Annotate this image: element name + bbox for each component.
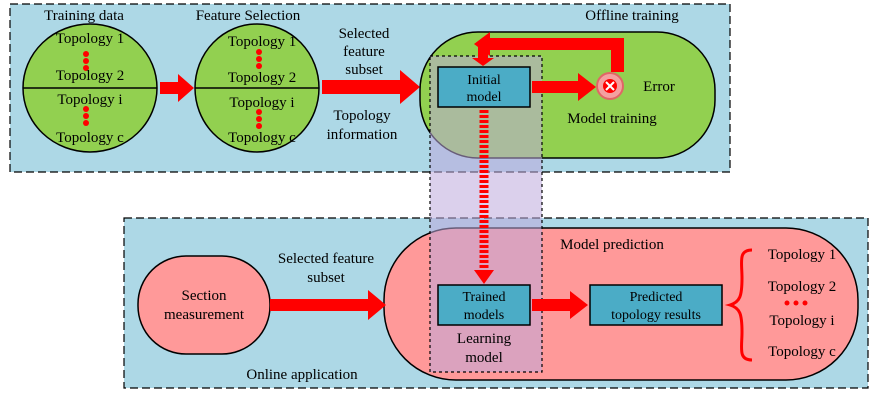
initial-model-box <box>437 66 531 108</box>
feature-selection-item-c: Topology c <box>228 130 296 146</box>
trained-models-line-1: Trained <box>462 290 505 305</box>
topology-information-line-1: Topology <box>333 108 391 124</box>
trained-models-line-2: models <box>464 308 504 323</box>
online-selected-feature-line-2: subset <box>307 270 345 286</box>
feature-selection-item-i: Topology i <box>229 95 294 111</box>
predicted-results-box <box>589 284 723 326</box>
feature-selection-item-2: Topology 2 <box>228 70 297 86</box>
arrow-training-to-selection <box>160 74 194 102</box>
training-data-item-1: Topology 1 <box>56 31 125 47</box>
feature-selection-ellipsis-dots <box>256 49 262 129</box>
arrow-measurement-to-models <box>270 290 386 320</box>
dotted-transfer-arrow <box>474 110 494 284</box>
training-data-item-c: Topology c <box>56 130 124 146</box>
results-curly-brace <box>724 248 753 362</box>
trained-models-box <box>437 284 531 326</box>
section-measurement-line-1: Section <box>182 288 227 304</box>
offline-selected-feature-line-2: feature <box>343 44 385 60</box>
results-ellipsis-dots <box>784 300 808 306</box>
section-measurement-shape <box>137 255 271 355</box>
result-topology-2: Topology 2 <box>768 279 837 295</box>
section-measurement-line-2: measurement <box>164 307 245 323</box>
offline-training-label: Offline training <box>585 8 679 24</box>
arrow-models-to-predicted <box>532 291 588 319</box>
feature-selection-title: Feature Selection <box>196 8 301 24</box>
learning-model-line-1: Learning <box>457 331 512 347</box>
offline-selected-feature-line-3: subset <box>345 62 383 78</box>
result-topology-c: Topology c <box>768 344 836 360</box>
result-topology-i: Topology i <box>769 313 834 329</box>
arrow-model-to-error <box>532 73 596 101</box>
online-selected-feature-line-1: Selected feature <box>278 251 375 267</box>
predicted-results-line-1: Predicted <box>630 290 683 305</box>
model-prediction-label: Model prediction <box>560 237 664 253</box>
arrow-selection-to-training <box>322 70 420 104</box>
initial-model-line-1: Initial <box>467 73 501 88</box>
topology-information-line-2: information <box>327 127 398 143</box>
feedback-down-bar <box>478 44 488 60</box>
feedback-down-head <box>472 58 494 66</box>
training-data-ellipsis-dots <box>83 51 89 126</box>
training-data-item-2: Topology 2 <box>56 68 125 84</box>
training-data-item-i: Topology i <box>57 92 122 108</box>
training-data-title: Training data <box>44 8 124 24</box>
feedback-top-bar <box>482 38 624 50</box>
initial-model-line-2: model <box>467 90 502 105</box>
offline-selected-feature-line-1: Selected <box>339 26 390 42</box>
learning-model-line-2: model <box>465 350 503 366</box>
online-application-label: Online application <box>246 367 358 383</box>
feedback-right-bar <box>612 38 624 68</box>
predicted-results-line-2: topology results <box>611 308 701 323</box>
error-label: Error <box>643 79 675 95</box>
result-topology-1: Topology 1 <box>768 247 837 263</box>
feature-selection-item-1: Topology 1 <box>228 34 297 50</box>
model-training-label: Model training <box>567 111 657 127</box>
